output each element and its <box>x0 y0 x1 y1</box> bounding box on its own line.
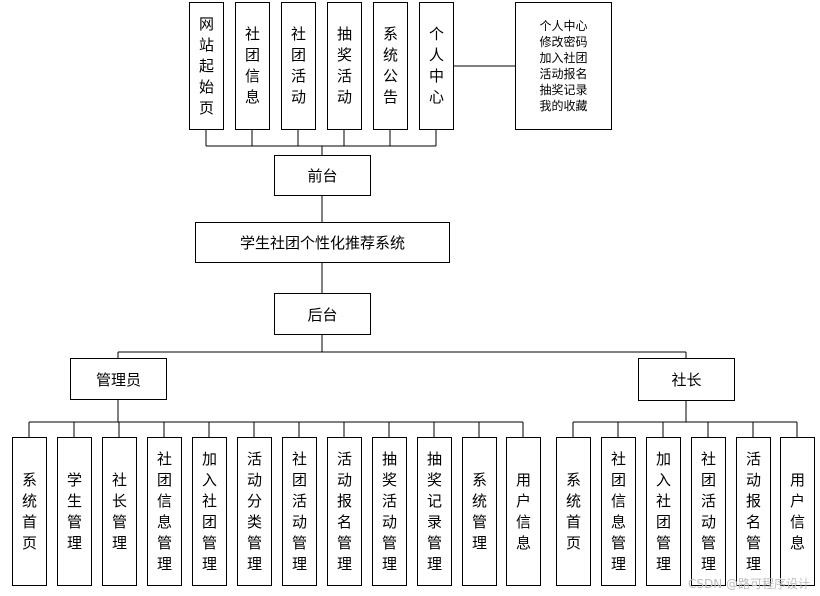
admin-module-system-home: 系统首页 <box>12 437 47 586</box>
back-node-label: 后台 <box>307 305 338 324</box>
personal-center-list: 个人中心 修改密码 加入社团 活动报名 抽奖记录 我的收藏 <box>515 2 612 130</box>
admin-module-label: 抽奖记录管理 <box>426 449 442 573</box>
admin-module-activity-category-management: 活动分类管理 <box>237 437 272 586</box>
admin-module-club-activity-management: 社团活动管理 <box>282 437 317 586</box>
admin-module-label: 加入社团管理 <box>201 449 217 573</box>
back-node: 后台 <box>274 293 371 335</box>
front-nav-announcements-label: 系统公告 <box>382 25 398 106</box>
front-nav-club-activities-label: 社团活动 <box>290 25 306 106</box>
admin-module-label: 用户信息 <box>515 470 531 552</box>
front-nav-club-info-label: 社团信息 <box>244 25 260 106</box>
admin-module-lottery-record-management: 抽奖记录管理 <box>417 437 452 586</box>
president-module-label: 社团活动管理 <box>700 449 716 573</box>
admin-module-system-management: 系统管理 <box>462 437 497 586</box>
admin-module-lottery-activity-management: 抽奖活动管理 <box>372 437 407 586</box>
front-nav-announcements: 系统公告 <box>373 2 408 130</box>
admin-module-label: 系统管理 <box>471 470 487 552</box>
admin-module-label: 抽奖活动管理 <box>381 449 397 573</box>
president-module-club-activity-management: 社团活动管理 <box>691 437 726 586</box>
president-module-label: 社团信息管理 <box>610 449 626 573</box>
admin-module-club-info-management: 社团信息管理 <box>147 437 182 586</box>
admin-module-label: 活动分类管理 <box>246 449 262 573</box>
front-nav-lottery: 抽奖活动 <box>327 2 362 130</box>
admin-module-label: 社长管理 <box>111 470 127 552</box>
admin-module-join-club-management: 加入社团管理 <box>192 437 227 586</box>
president-module-label: 加入社团管理 <box>655 449 671 573</box>
front-nav-homepage: 网站起始页 <box>189 2 224 130</box>
front-nav-homepage-label: 网站起始页 <box>198 14 214 117</box>
admin-module-label: 社团活动管理 <box>291 449 307 573</box>
personal-center-item: 个人中心 <box>539 19 588 33</box>
president-node: 社长 <box>638 358 735 401</box>
system-node-label: 学生社团个性化推荐系统 <box>239 234 405 252</box>
front-nav-club-activities: 社团活动 <box>281 2 316 130</box>
admin-module-label: 社团信息管理 <box>156 449 172 573</box>
personal-center-item: 加入社团 <box>539 51 588 65</box>
personal-center-item: 修改密码 <box>539 35 588 49</box>
personal-center-item: 我的收藏 <box>539 99 588 113</box>
admin-node: 管理员 <box>70 358 167 400</box>
president-module-label: 用户信息 <box>789 470 805 552</box>
president-module-activity-signup-management: 活动报名管理 <box>736 437 771 586</box>
admin-module-label: 活动报名管理 <box>336 449 352 573</box>
admin-node-label: 管理员 <box>95 370 141 389</box>
admin-module-president-management: 社长管理 <box>102 437 137 586</box>
watermark: CSDN @路可程序设计 <box>687 577 810 591</box>
admin-module-label: 学生管理 <box>66 470 82 552</box>
front-nav-personal-center: 个人中心 <box>419 2 454 130</box>
personal-center-item: 抽奖记录 <box>539 83 588 97</box>
front-nav-lottery-label: 抽奖活动 <box>336 25 352 106</box>
admin-module-activity-signup-management: 活动报名管理 <box>327 437 362 586</box>
president-node-label: 社长 <box>671 371 702 389</box>
front-node: 前台 <box>274 155 371 196</box>
president-module-system-home: 系统首页 <box>556 437 591 586</box>
president-module-label: 活动报名管理 <box>745 449 761 573</box>
admin-module-label: 系统首页 <box>21 470 37 552</box>
president-module-club-info-management: 社团信息管理 <box>601 437 636 586</box>
front-nav-personal-center-label: 个人中心 <box>428 25 444 106</box>
admin-module-student-management: 学生管理 <box>57 437 92 586</box>
personal-center-item: 活动报名 <box>539 67 588 81</box>
front-node-label: 前台 <box>307 167 338 185</box>
president-module-user-info: 用户信息 <box>780 437 815 586</box>
system-node: 学生社团个性化推荐系统 <box>195 222 450 263</box>
president-module-label: 系统首页 <box>565 470 581 552</box>
admin-module-user-info: 用户信息 <box>506 437 541 586</box>
front-nav-club-info: 社团信息 <box>235 2 270 130</box>
president-module-join-club-management: 加入社团管理 <box>646 437 681 586</box>
